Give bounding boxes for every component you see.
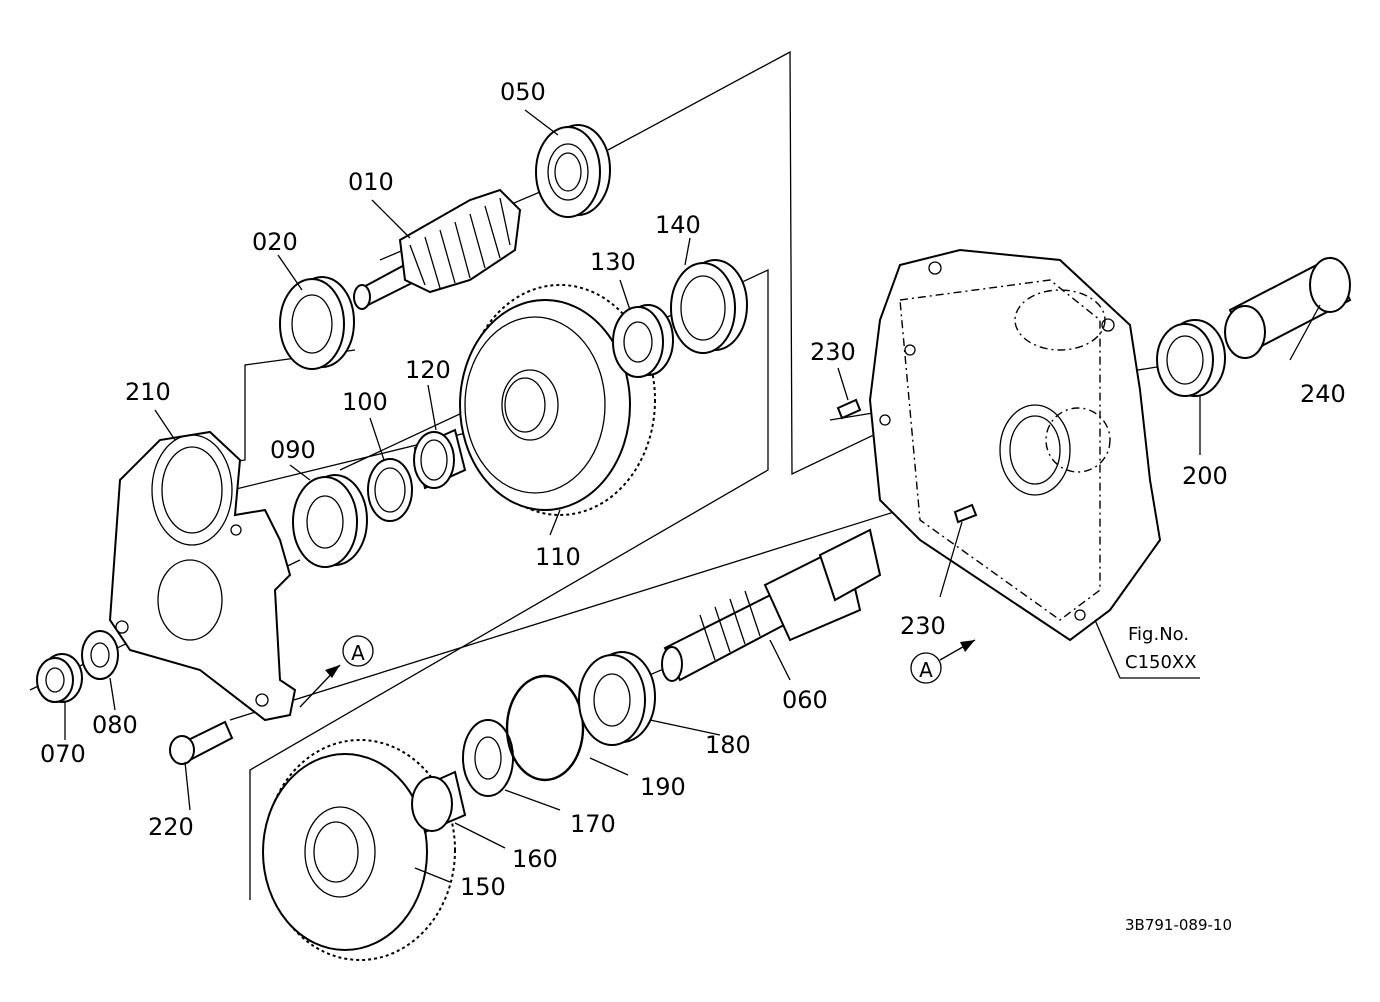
part-130-needle-bearing xyxy=(612,304,674,378)
part-160-collar xyxy=(411,770,467,834)
label-190: 190 xyxy=(640,773,686,801)
part-120-collar xyxy=(413,428,467,490)
part-150-gear xyxy=(262,739,456,961)
leader-lines xyxy=(64,109,1321,883)
label-170: 170 xyxy=(570,810,616,838)
part-080-washer xyxy=(81,630,119,680)
label-220: 220 xyxy=(148,813,194,841)
label-060: 060 xyxy=(782,686,828,714)
arrow-marker-label: A xyxy=(919,658,933,682)
fig-no-label: Fig.No. xyxy=(1128,624,1189,645)
label-120: 120 xyxy=(405,356,451,384)
label-240: 240 xyxy=(1300,380,1346,408)
part-190-snap-ring xyxy=(505,674,585,782)
part-100-washer xyxy=(367,458,413,522)
label-140: 140 xyxy=(655,211,701,239)
part-060-output-shaft xyxy=(661,528,882,682)
part-240-sleeve xyxy=(1224,256,1352,359)
part-230-pin-upper xyxy=(836,398,862,420)
label-210: 210 xyxy=(125,378,171,406)
part-090-bearing xyxy=(292,474,368,568)
label-010: 010 xyxy=(348,168,394,196)
part-170-thrust-washer xyxy=(462,719,514,797)
figure-reference: Fig.No. C150XX xyxy=(1125,624,1197,673)
label-080: 080 xyxy=(92,711,138,739)
label-020: 020 xyxy=(252,228,298,256)
part-180-bearing xyxy=(578,651,656,746)
part-050-bearing xyxy=(535,124,611,218)
label-130: 130 xyxy=(590,248,636,276)
drawing-id: 3B791-089-10 xyxy=(1125,916,1232,934)
fig-no-value: C150XX xyxy=(1125,652,1197,673)
part-010-pinion-shaft xyxy=(353,188,522,310)
label-150: 150 xyxy=(460,873,506,901)
part-220-bolt xyxy=(169,720,234,765)
label-110: 110 xyxy=(535,543,581,571)
part-labels: 050 010 020 140 130 210 090 100 120 110 … xyxy=(40,78,1346,901)
label-100: 100 xyxy=(342,388,388,416)
label-230-lower: 230 xyxy=(900,612,946,640)
part-210-cover-plate xyxy=(108,430,297,722)
label-090: 090 xyxy=(270,436,316,464)
label-230-upper: 230 xyxy=(810,338,856,366)
part-070-nut xyxy=(36,653,83,703)
part-230-pin-lower xyxy=(953,503,978,524)
reference-arrow-a-left: A xyxy=(299,635,374,708)
part-200-oil-seal xyxy=(1156,319,1226,397)
transmission-case xyxy=(868,248,1162,642)
label-180: 180 xyxy=(705,731,751,759)
label-070: 070 xyxy=(40,740,86,768)
reference-arrow-a-right: A xyxy=(910,639,976,684)
label-160: 160 xyxy=(512,845,558,873)
label-050: 050 xyxy=(500,78,546,106)
part-140-bearing xyxy=(670,259,748,354)
part-110-large-gear xyxy=(459,284,656,516)
part-020-bearing xyxy=(279,276,355,370)
arrow-marker-label: A xyxy=(351,641,365,665)
label-200: 200 xyxy=(1182,462,1228,490)
